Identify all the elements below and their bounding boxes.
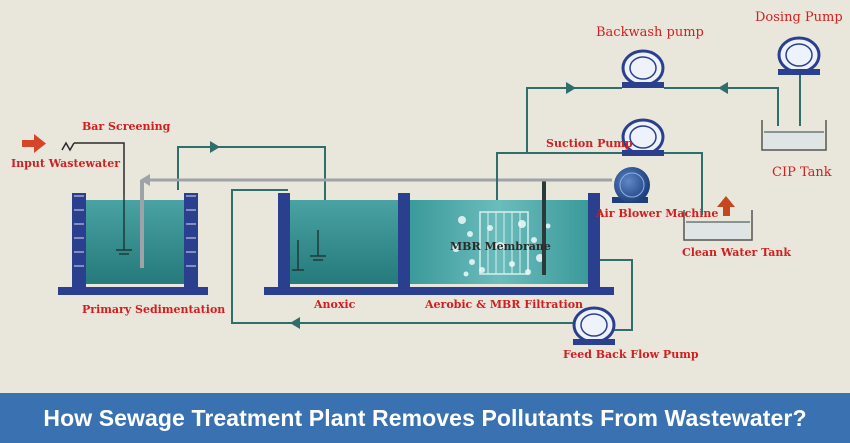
transfer-arrow bbox=[210, 141, 220, 153]
anoxic-tank bbox=[278, 193, 410, 287]
air-blower-label: Air Blower Machine bbox=[595, 207, 718, 220]
input-arrow bbox=[22, 134, 46, 153]
aerobic-mbr-label: Aerobic & MBR Filtration bbox=[424, 298, 583, 311]
permeate-pipe bbox=[664, 152, 703, 215]
dosing-pump-label: Dosing Pump bbox=[755, 10, 843, 25]
cip-tank bbox=[761, 120, 827, 151]
feedback-pipe-return bbox=[231, 189, 573, 324]
dosing-pump bbox=[777, 36, 821, 75]
banner-title: How Sewage Treatment Plant Removes Pollu… bbox=[43, 404, 807, 431]
primary-sedimentation-tank bbox=[58, 180, 208, 295]
aerobic-mbr-tank bbox=[264, 180, 614, 295]
bar-screen bbox=[61, 141, 125, 195]
air-line-arrow bbox=[140, 174, 150, 186]
backwash-arrow-right bbox=[718, 82, 728, 94]
feedback-flow-pump bbox=[572, 306, 616, 345]
backwash-supply-pipe bbox=[526, 87, 622, 153]
primary-sedimentation-label: Primary Sedimentation bbox=[82, 303, 225, 316]
suction-pump-label: Suction Pump bbox=[546, 137, 633, 150]
backwash-pump bbox=[621, 49, 665, 88]
suction-pipe bbox=[496, 152, 622, 200]
anoxic-label: Anoxic bbox=[313, 298, 356, 311]
sedimentation-water bbox=[86, 200, 184, 284]
bar-screening-label: Bar Screening bbox=[82, 120, 171, 133]
feedback-pump-label: Feed Back Flow Pump bbox=[563, 348, 699, 361]
clean-water-out-arrow bbox=[717, 196, 735, 216]
air-bubbles bbox=[452, 216, 551, 277]
clean-water-tank-label: Clean Water Tank bbox=[682, 246, 791, 259]
feedback-arrow bbox=[290, 317, 300, 329]
air-blower-machine bbox=[612, 167, 650, 203]
title-banner: How Sewage Treatment Plant Removes Pollu… bbox=[0, 393, 850, 443]
backwash-cip-pipe bbox=[664, 87, 779, 126]
clean-water-tank bbox=[683, 210, 753, 241]
feedback-pipe-out bbox=[600, 259, 633, 331]
suction-pump bbox=[621, 118, 665, 156]
backwash-pump-label: Backwash pump bbox=[596, 25, 704, 40]
process-diagram: Input Wastewater Bar Screening bbox=[11, 10, 843, 361]
cip-tank-label: CIP Tank bbox=[772, 165, 832, 180]
input-wastewater-label: Input Wastewater bbox=[11, 157, 120, 170]
backwash-arrow-left bbox=[566, 82, 576, 94]
mbr-membrane-label: MBR Membrane bbox=[450, 240, 551, 253]
transfer-pipe bbox=[177, 146, 326, 240]
